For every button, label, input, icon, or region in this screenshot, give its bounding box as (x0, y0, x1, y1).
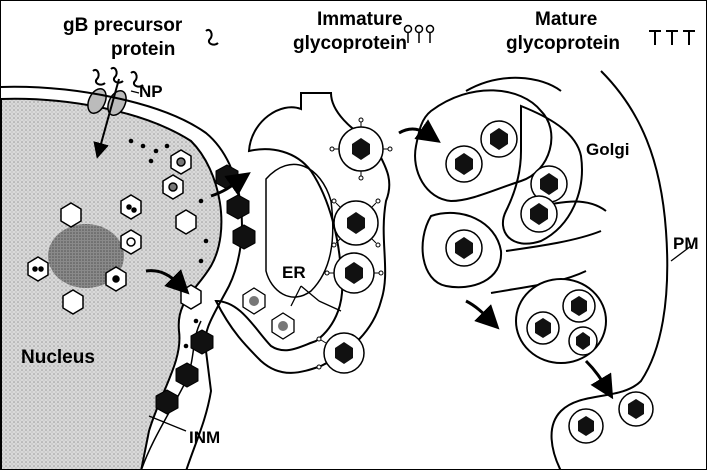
gb-precursor-label-2: protein (111, 39, 175, 60)
er-label: ER (282, 263, 306, 282)
golgi-label: Golgi (586, 140, 629, 159)
immature-label-1: Immature (317, 9, 403, 30)
mature-label-1: Mature (535, 9, 597, 30)
np-label: NP (139, 82, 163, 101)
immature-label-2: glycoprotein (293, 33, 407, 54)
mature-glycoprotein-icon (649, 31, 695, 45)
golgi-stacks (415, 78, 606, 293)
inm-label-line (149, 416, 186, 431)
mature-label-2: glycoprotein (506, 33, 620, 54)
gb-precursor-label-1: gB precursor (63, 15, 183, 36)
pm-label: PM (673, 234, 699, 253)
er-label-lines (291, 286, 341, 311)
inm-label: INM (189, 428, 220, 447)
nucleus-label: Nucleus (21, 347, 95, 368)
np-label-line (131, 91, 139, 93)
transport-vesicle (516, 279, 606, 363)
immature-glycoprotein-icon (405, 26, 434, 44)
